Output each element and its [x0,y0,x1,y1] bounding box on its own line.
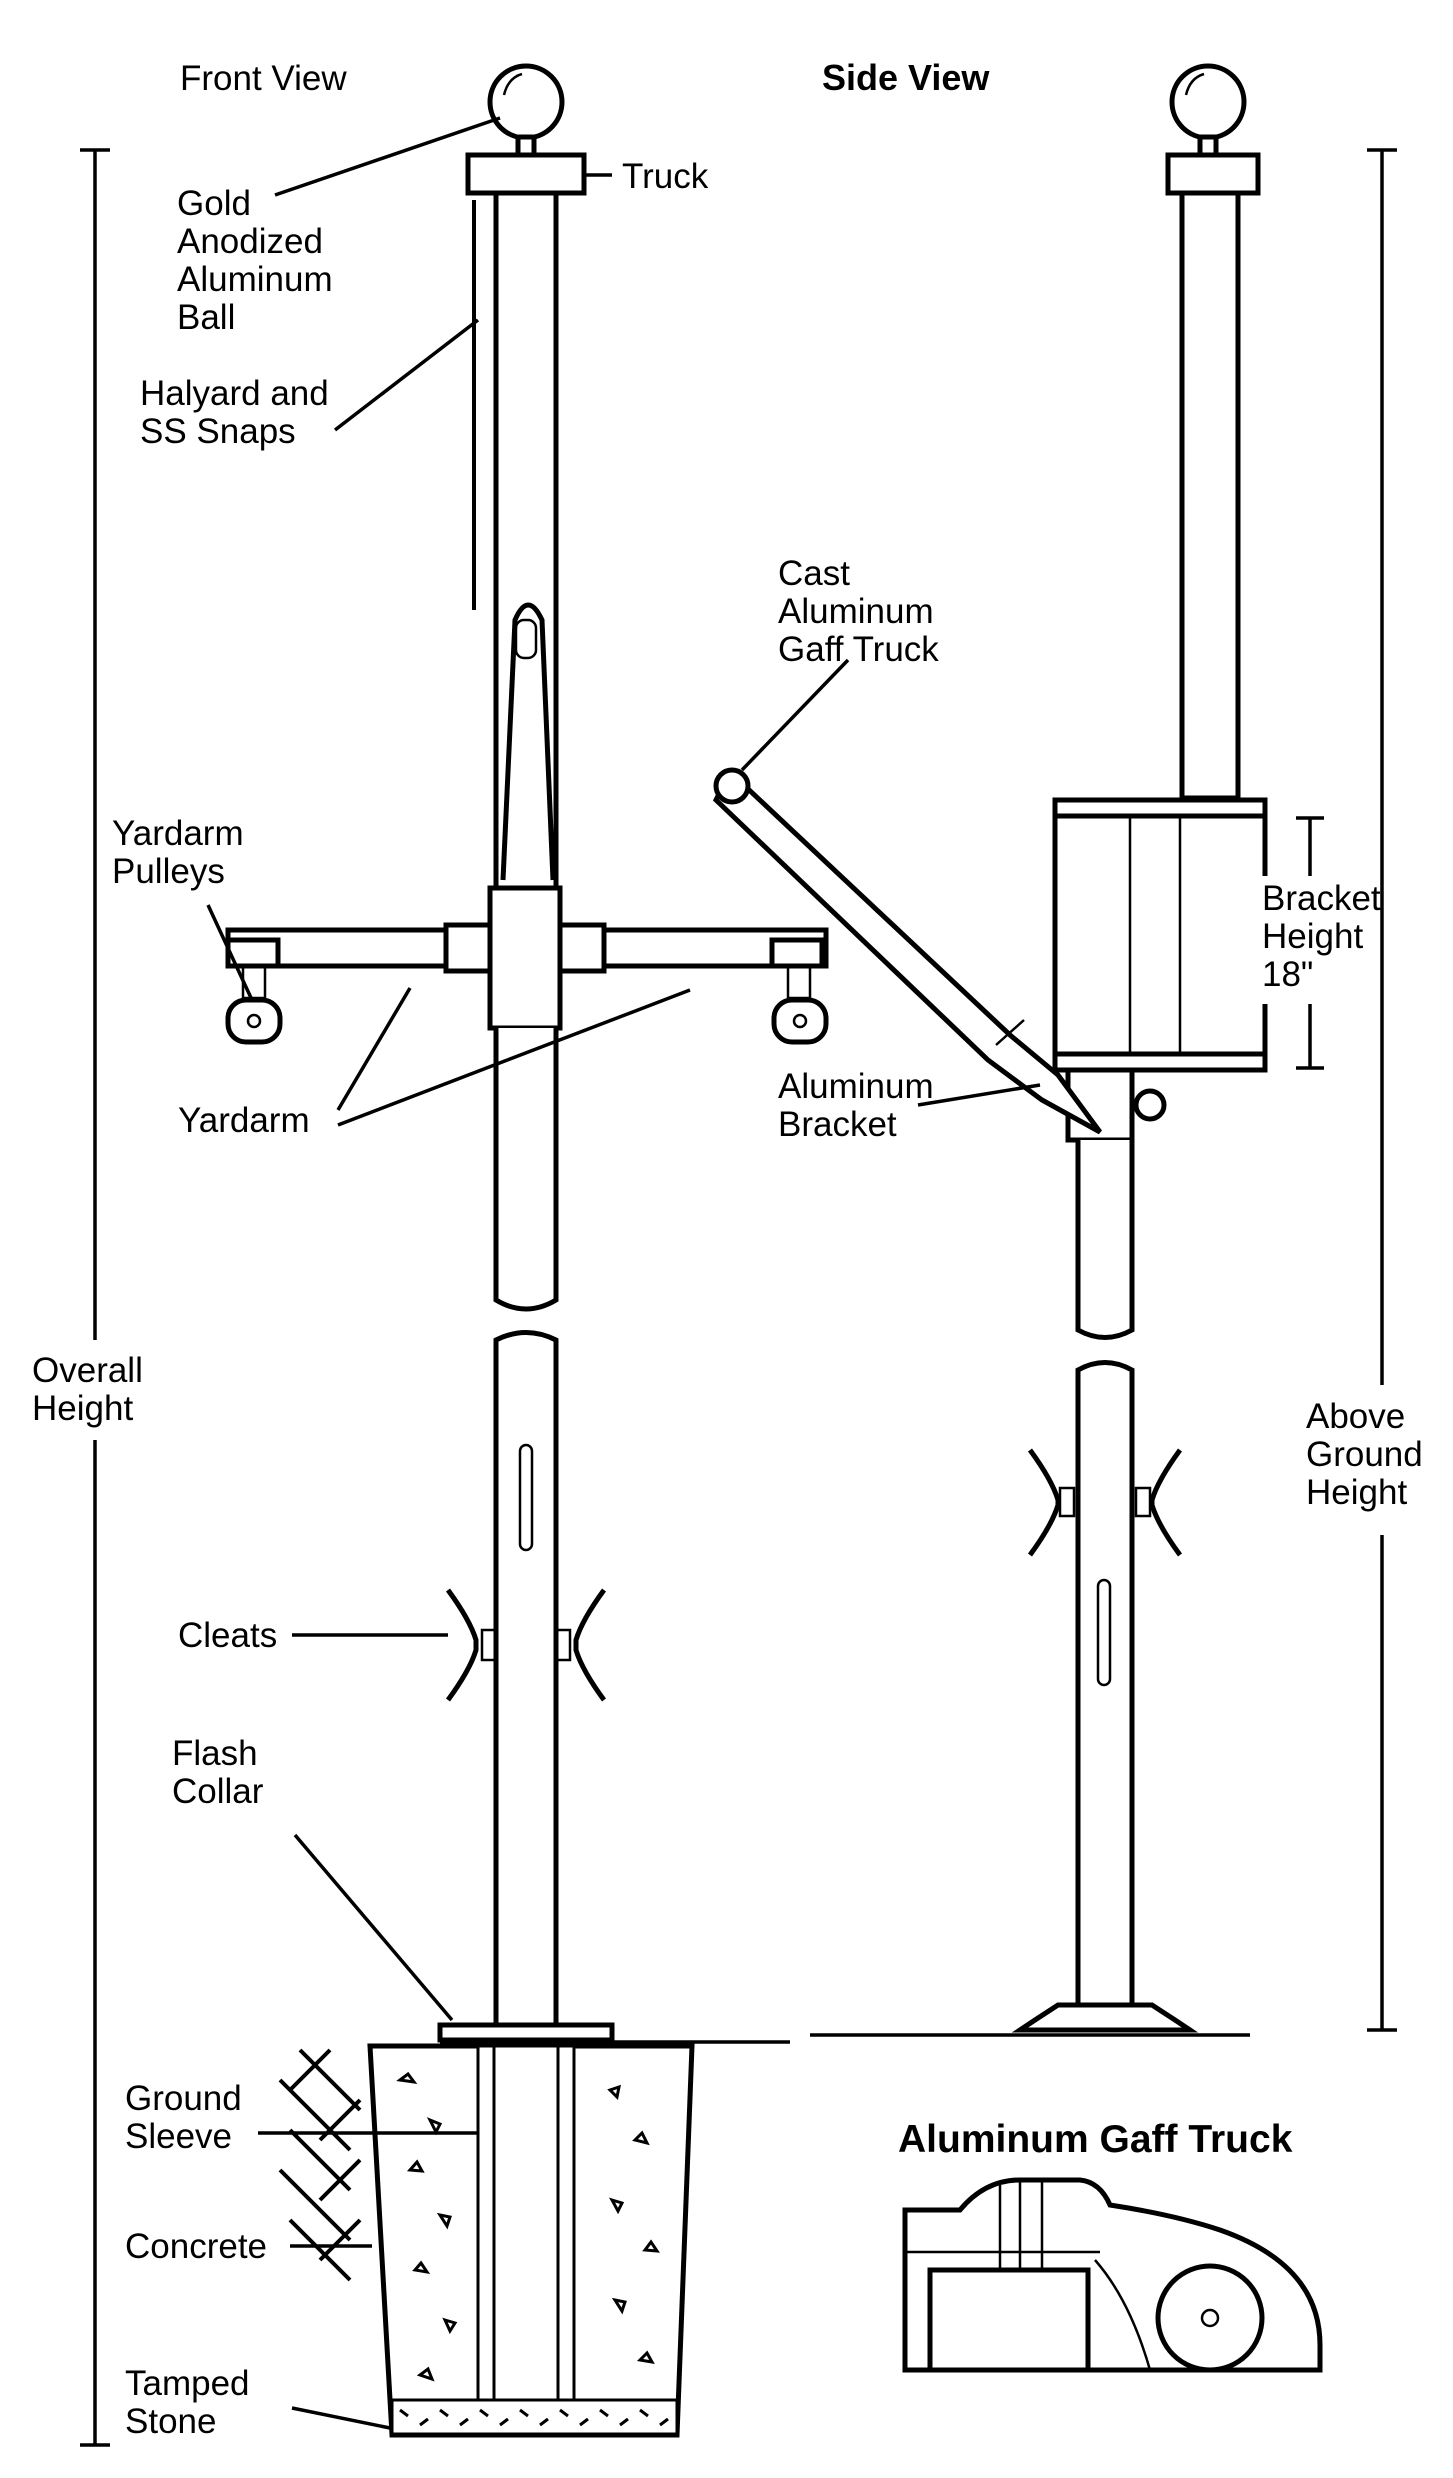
svg-text:Sleeve: Sleeve [125,2117,232,2156]
svg-text:Collar: Collar [172,1772,264,1811]
halyard-label: Halyard and SS Snaps [140,374,329,451]
svg-text:Bracket: Bracket [1262,879,1381,918]
front-lower-pole [493,1330,559,2028]
ball-label: Gold Anodized Aluminum Ball [177,184,333,337]
side-upper-pole [1179,190,1241,801]
svg-text:Tamped: Tamped [125,2364,250,2403]
pulley-right-icon [771,964,829,1045]
front-gaff-upright [500,602,556,881]
gaff-truck-detail [902,2177,1323,2373]
cleat-icon [445,1588,607,1702]
bracket-icon [1052,797,1268,1073]
side-view-heading: Side View [822,57,990,98]
above-ground-height-label: Above Ground Height [1306,1397,1423,1512]
cast-gaff-label: Cast Aluminum Gaff Truck [778,554,939,669]
flash-collar-label: Flash Collar [172,1734,264,1811]
ball-icon [487,63,565,158]
svg-text:Anodized: Anodized [177,222,323,261]
svg-text:Height: Height [1262,917,1363,956]
svg-text:Overall: Overall [32,1351,143,1390]
truck-label: Truck [622,157,709,196]
front-view-drawing [28,63,829,2447]
overall-height-label: Overall Height [32,1351,143,1428]
svg-text:Aluminum: Aluminum [778,592,934,631]
yardarm-pulleys-label: Yardarm Pulleys [112,814,244,891]
svg-text:Flash: Flash [172,1734,258,1773]
gaff-arm-icon [712,767,1103,1135]
yardarm-icon [225,885,829,1031]
svg-text:Bracket: Bracket [778,1105,897,1144]
svg-text:Yardarm: Yardarm [112,814,244,853]
cleats-label: Cleats [178,1616,277,1655]
truck-icon [465,152,587,196]
svg-text:Ball: Ball [177,298,235,337]
ground-sleeve-label: Ground Sleeve [125,2079,242,2156]
svg-text:Pulleys: Pulleys [112,852,225,891]
side-view-drawing [712,63,1440,2037]
tamped-stone-label: Tamped Stone [125,2364,250,2441]
svg-text:Cast: Cast [778,554,850,593]
leader-lines [206,116,1041,2430]
svg-text:Height: Height [1306,1473,1407,1512]
svg-text:Halyard and: Halyard and [140,374,329,413]
front-view-heading: Front View [180,59,347,98]
svg-text:18": 18" [1262,955,1313,994]
pulley-left-icon [225,964,283,1045]
aluminum-bracket-label: Aluminum Bracket [778,1067,934,1144]
gaff-truck-title: Aluminum Gaff Truck [898,2118,1293,2161]
svg-text:Aluminum: Aluminum [778,1067,934,1106]
svg-text:Height: Height [32,1389,133,1428]
bracket-height-label: Bracket Height 18" [1262,879,1381,994]
footing-icon [278,2043,695,2438]
svg-text:Gold: Gold [177,184,251,223]
svg-text:Ground: Ground [125,2079,242,2118]
svg-text:Above: Above [1306,1397,1405,1436]
svg-text:Ground: Ground [1306,1435,1423,1474]
yardarm-label: Yardarm [178,1101,310,1140]
svg-text:Aluminum: Aluminum [177,260,333,299]
flash-collar-icon [437,2022,615,2043]
svg-text:Gaff Truck: Gaff Truck [778,630,939,669]
svg-text:SS Snaps: SS Snaps [140,412,296,451]
concrete-label: Concrete [125,2227,267,2266]
svg-text:Stone: Stone [125,2402,216,2441]
